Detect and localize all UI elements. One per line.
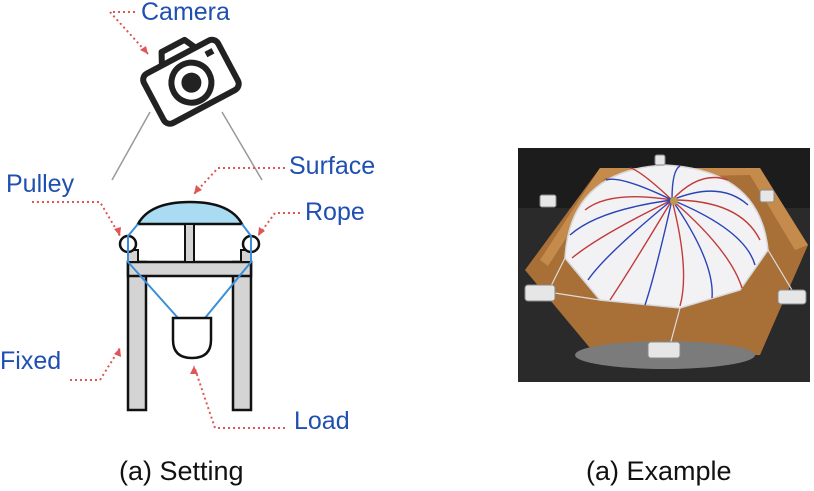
surface-leader [193, 167, 285, 195]
caption-setting: (a) Setting [119, 456, 244, 486]
fixed-label: Fixed [0, 347, 62, 375]
pulley-leader [32, 201, 121, 237]
camera-view-line-left [111, 111, 151, 181]
example-photo [518, 148, 810, 382]
rope-label: Rope [305, 198, 365, 226]
camera-icon [140, 36, 242, 127]
pulley-label: Pulley [6, 170, 75, 198]
rope-leader [257, 212, 300, 237]
surface-label: Surface [289, 152, 376, 180]
rope [127, 223, 252, 319]
caption-example: (a) Example [586, 456, 732, 486]
camera-view-line-right [221, 111, 263, 181]
camera-leader [107, 11, 149, 55]
surface [135, 200, 245, 263]
load-label: Load [294, 407, 350, 435]
camera-label: Camera [141, 0, 230, 26]
load [171, 316, 213, 360]
load-leader [193, 365, 285, 429]
fixed-leader [70, 347, 121, 381]
